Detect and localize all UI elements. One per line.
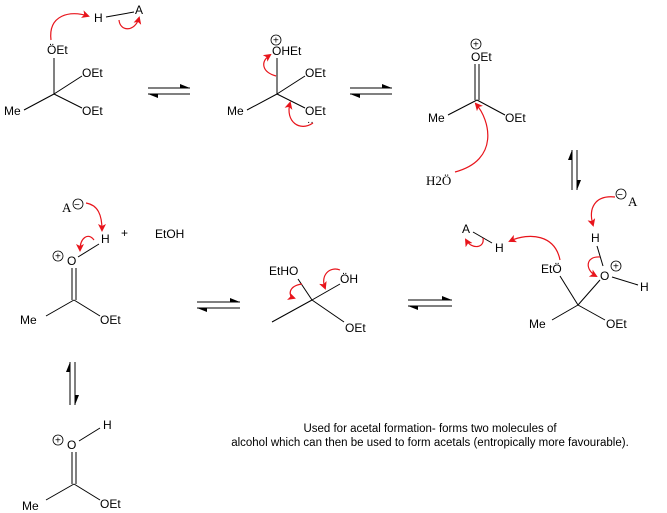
o-label: O (67, 254, 76, 268)
me-label: Me (227, 104, 244, 118)
oet-label: OEt (345, 321, 366, 335)
curved-arrow (50, 10, 90, 41)
h-label: H (591, 231, 600, 245)
a-label: A (135, 3, 143, 17)
protonated-hemiorthoester-structure: − A H EtÖ O + H Me OEt A H (462, 188, 649, 331)
curved-arrow (587, 256, 601, 277)
protonated-ester-structure: A − H + EtOH + O Me OEt (20, 198, 184, 327)
equilibrium-arrow (66, 362, 79, 405)
me-label: Me (20, 313, 37, 327)
curved-arrow (85, 202, 106, 232)
o-label: O (600, 269, 609, 283)
etho-label: EtHO (269, 264, 298, 278)
protonated-ester-structure: + O H Me OEt (22, 418, 121, 513)
oh-label: ÖH (340, 272, 358, 286)
plus-sign: + (121, 226, 128, 240)
oet-label: OEt (100, 313, 121, 327)
orthoester-structure: ÖEt OEt OEt Me H A (4, 3, 143, 118)
protonated-orthoester-structure: + OHEt OEt OEt ·· Me (227, 34, 326, 128)
oet-label: OEt (305, 104, 326, 118)
curved-arrow (287, 283, 303, 300)
me-label: Me (22, 499, 39, 513)
curved-arrow (508, 234, 561, 261)
me-label: Me (529, 317, 546, 331)
curved-arrow (454, 102, 489, 173)
oet-label: OEt (505, 111, 526, 125)
h-label: H (495, 241, 504, 255)
a-label: A (628, 194, 638, 209)
oet-label: OEt (305, 66, 326, 80)
lone-pair: ·· (307, 117, 314, 128)
curved-arrow (284, 101, 314, 127)
plus-charge: + (273, 36, 279, 47)
eto-label: EtÖ (541, 262, 562, 276)
minus-charge: − (617, 190, 623, 201)
equilibrium-arrow (148, 84, 190, 98)
oet-label: OEt (82, 66, 103, 80)
oet-label: OEt (471, 50, 492, 64)
equilibrium-arrow (408, 296, 452, 310)
curved-arrow (262, 53, 277, 77)
oxocarbenium-structure: + OEt OEt Me H2Ö (426, 38, 526, 188)
o-label: O (67, 438, 76, 452)
ohet-label: OHEt (272, 44, 302, 58)
me-label: Me (4, 104, 21, 118)
h-label: H (640, 280, 649, 294)
oet-label: OEt (606, 317, 627, 331)
oet-label: OEt (82, 104, 103, 118)
curved-arrow (587, 196, 616, 227)
h-label: H (94, 11, 103, 25)
curved-arrow (319, 268, 341, 290)
oet-label: OEt (100, 497, 121, 511)
equilibrium-arrow (568, 150, 581, 190)
caption-line-1: Used for acetal formation- forms two mol… (303, 423, 557, 435)
plus-charge: + (55, 436, 61, 447)
minus-charge: − (74, 200, 80, 211)
curved-arrow (464, 237, 484, 248)
water-label: H2Ö (426, 173, 451, 188)
oet-label: ÖEt (47, 43, 68, 57)
caption-line-2: alcohol which can then be used to form a… (231, 437, 629, 449)
a-label: A (462, 222, 470, 236)
curved-arrow (118, 16, 142, 30)
etoh-label: EtOH (155, 227, 184, 241)
a-label: A (62, 200, 72, 215)
plus-charge: + (473, 40, 479, 51)
h-label: H (101, 232, 110, 246)
plus-charge: + (613, 262, 619, 273)
h-label: H (103, 418, 112, 432)
me-label: Me (428, 111, 445, 125)
equilibrium-arrow (197, 298, 240, 312)
plus-charge: + (55, 252, 61, 263)
equilibrium-arrow (350, 84, 392, 98)
curved-arrow (76, 235, 95, 252)
hemiorthoester-structure: EtHO ÖH OEt (269, 264, 366, 335)
